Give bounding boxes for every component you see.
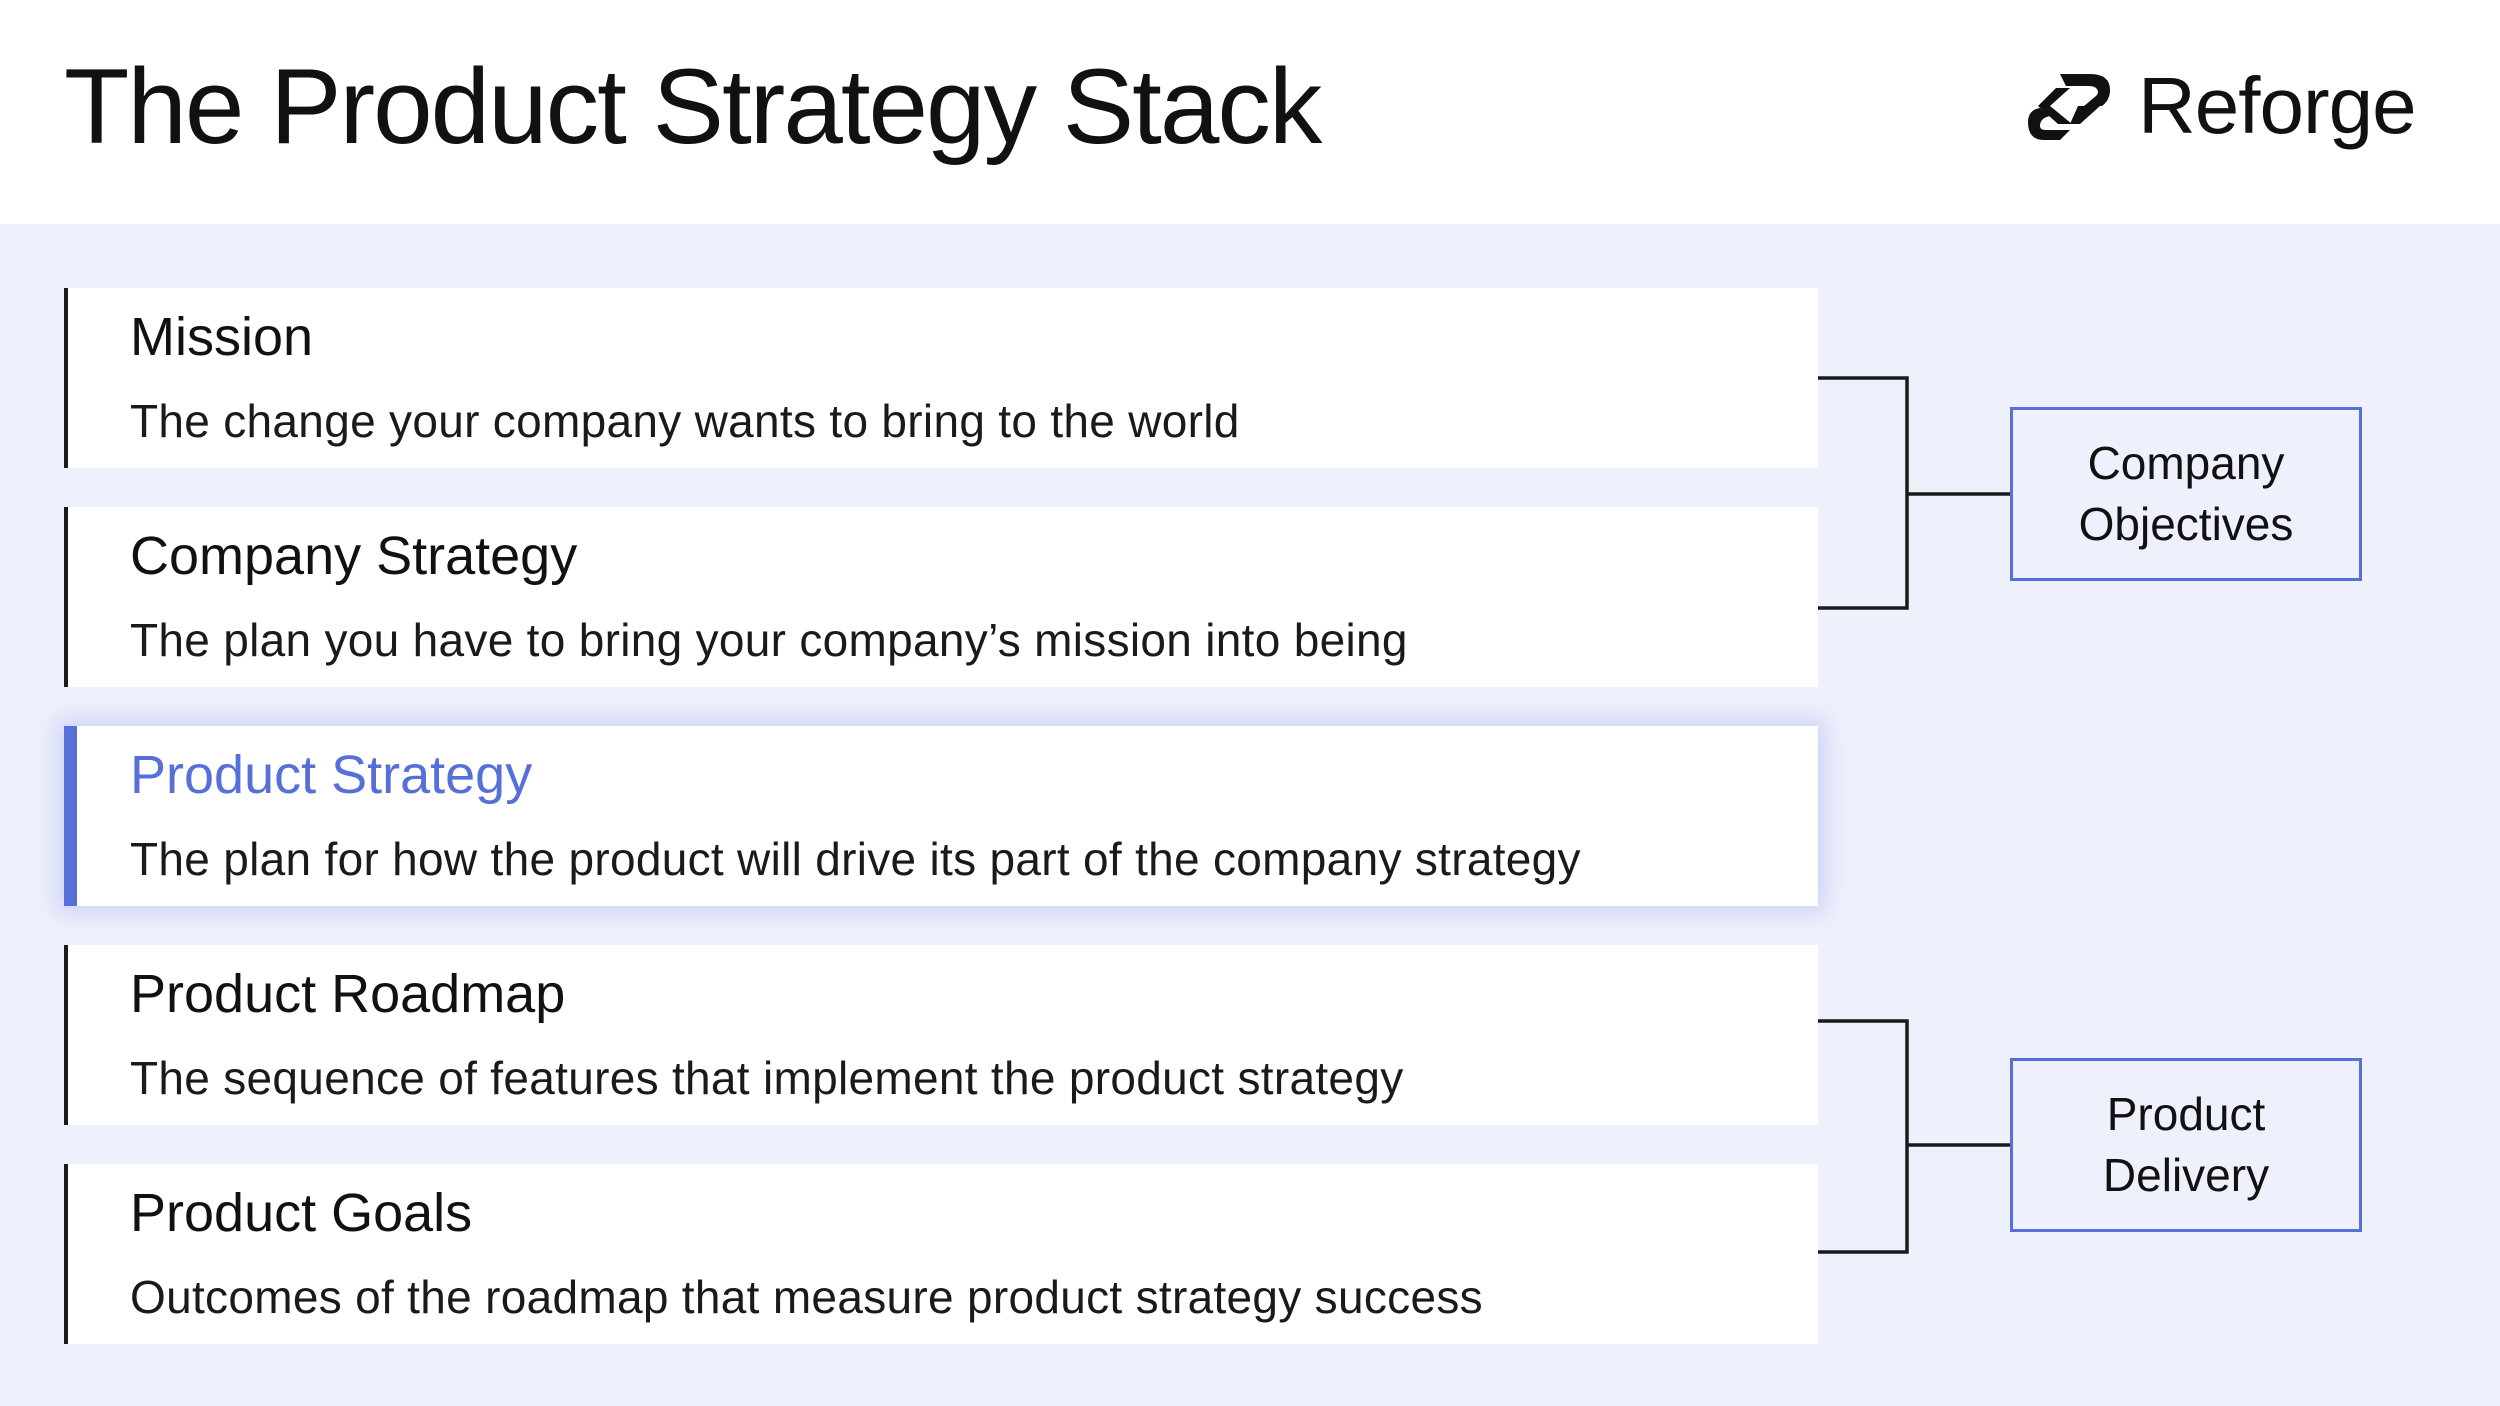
reforge-logo: Reforge — [2026, 56, 2417, 156]
stack-item-company-strategy: Company Strategy The plan you have to br… — [64, 507, 1818, 687]
stack-item-description: The sequence of features that implement … — [130, 1052, 1404, 1104]
stack-item-title: Company Strategy — [130, 526, 578, 586]
stack-item-description: Outcomes of the roadmap that measure pro… — [130, 1271, 1483, 1323]
stack-item-title: Product Strategy — [130, 745, 533, 805]
stack-item-description: The change your company wants to bring t… — [130, 395, 1240, 447]
reforge-logo-icon — [2028, 74, 2110, 140]
stack-item-description: The plan you have to bring your company’… — [130, 614, 1408, 666]
stack-item-title: Product Goals — [130, 1183, 473, 1243]
stack-item-product-strategy: Product Strategy The plan for how the pr… — [64, 726, 1818, 906]
stack-item-product-goals: Product Goals Outcomes of the roadmap th… — [64, 1164, 1818, 1344]
header: The Product Strategy Stack Reforge — [0, 0, 2500, 224]
stack-item-title: Mission — [130, 307, 314, 367]
group-company-objectives: Company Objectives — [2010, 407, 2362, 581]
stack-item-title: Product Roadmap — [130, 964, 566, 1024]
logo-wordmark: Reforge — [2138, 61, 2417, 150]
stack-item-description: The plan for how the product will drive … — [130, 833, 1581, 885]
group-label: Product Delivery — [2102, 1087, 2270, 1201]
page-title: The Product Strategy Stack — [64, 46, 1322, 166]
group-label: Company Objectives — [2078, 436, 2294, 550]
stack-item-mission: Mission The change your company wants to… — [64, 288, 1818, 468]
group-product-delivery: Product Delivery — [2010, 1058, 2362, 1232]
stack-item-product-roadmap: Product Roadmap The sequence of features… — [64, 945, 1818, 1125]
